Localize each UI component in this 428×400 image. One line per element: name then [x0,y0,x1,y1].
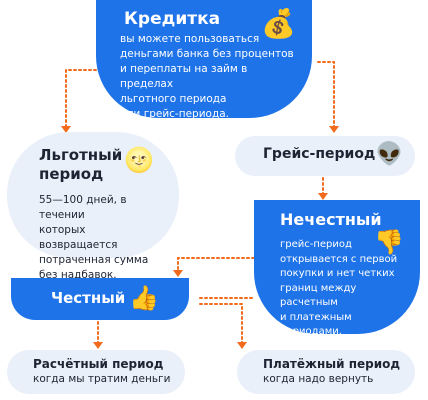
node-grace-period-soft: Льготный период 55—100 дней, в течении к… [7,132,179,281]
node-title: Кредитка [124,9,221,29]
node-title: Грейс-период [263,146,376,162]
node-description: грейс-период открывается с первой покупк… [280,239,398,337]
node-dishonest: Нечестный грейс-период открывается с пер… [254,200,420,337]
node-grace-period: Грейс-период 👽 [235,136,415,176]
node-billing-period: Расчётный период когда мы тратим деньги [7,350,185,394]
node-description: когда надо вернуть [263,373,374,385]
thumbs-up-icon: 👍 [129,284,159,312]
connector-credit-grace [65,69,97,129]
node-payment-period: Платёжный период когда надо вернуть [237,350,415,394]
money-bag-icon: 💰 [261,7,296,40]
node-description: 55—100 дней, в течении которых возвращае… [39,194,149,281]
node-description: когда мы тратим деньги [33,373,171,385]
node-title: Расчётный период [33,357,164,371]
node-description: вы можете пользоваться деньгами банка бе… [120,33,294,120]
arrowhead [93,342,103,349]
arrowhead [318,193,328,200]
node-title: Честный [51,289,126,307]
alien-icon: 👽 [375,142,403,167]
arrowhead [173,270,183,277]
thumbs-down-icon: 👎 [374,228,404,256]
arrowhead [61,126,71,133]
node-title: Льготный период [39,146,123,183]
node-title: Нечестный [280,210,382,229]
node-honest: Честный 👍 [11,278,189,320]
node-credit-card: Кредитка вы можете пользоваться деньгами… [96,0,312,120]
connector-dishonest-honest [177,257,255,273]
arrowhead [237,342,247,349]
full-moon-face-icon: 🌝 [124,146,154,174]
connector-credit-graceperiod [317,61,335,129]
arrowhead [329,126,339,133]
node-title: Платёжный период [263,357,401,371]
connector-honest-payment [199,303,243,345]
